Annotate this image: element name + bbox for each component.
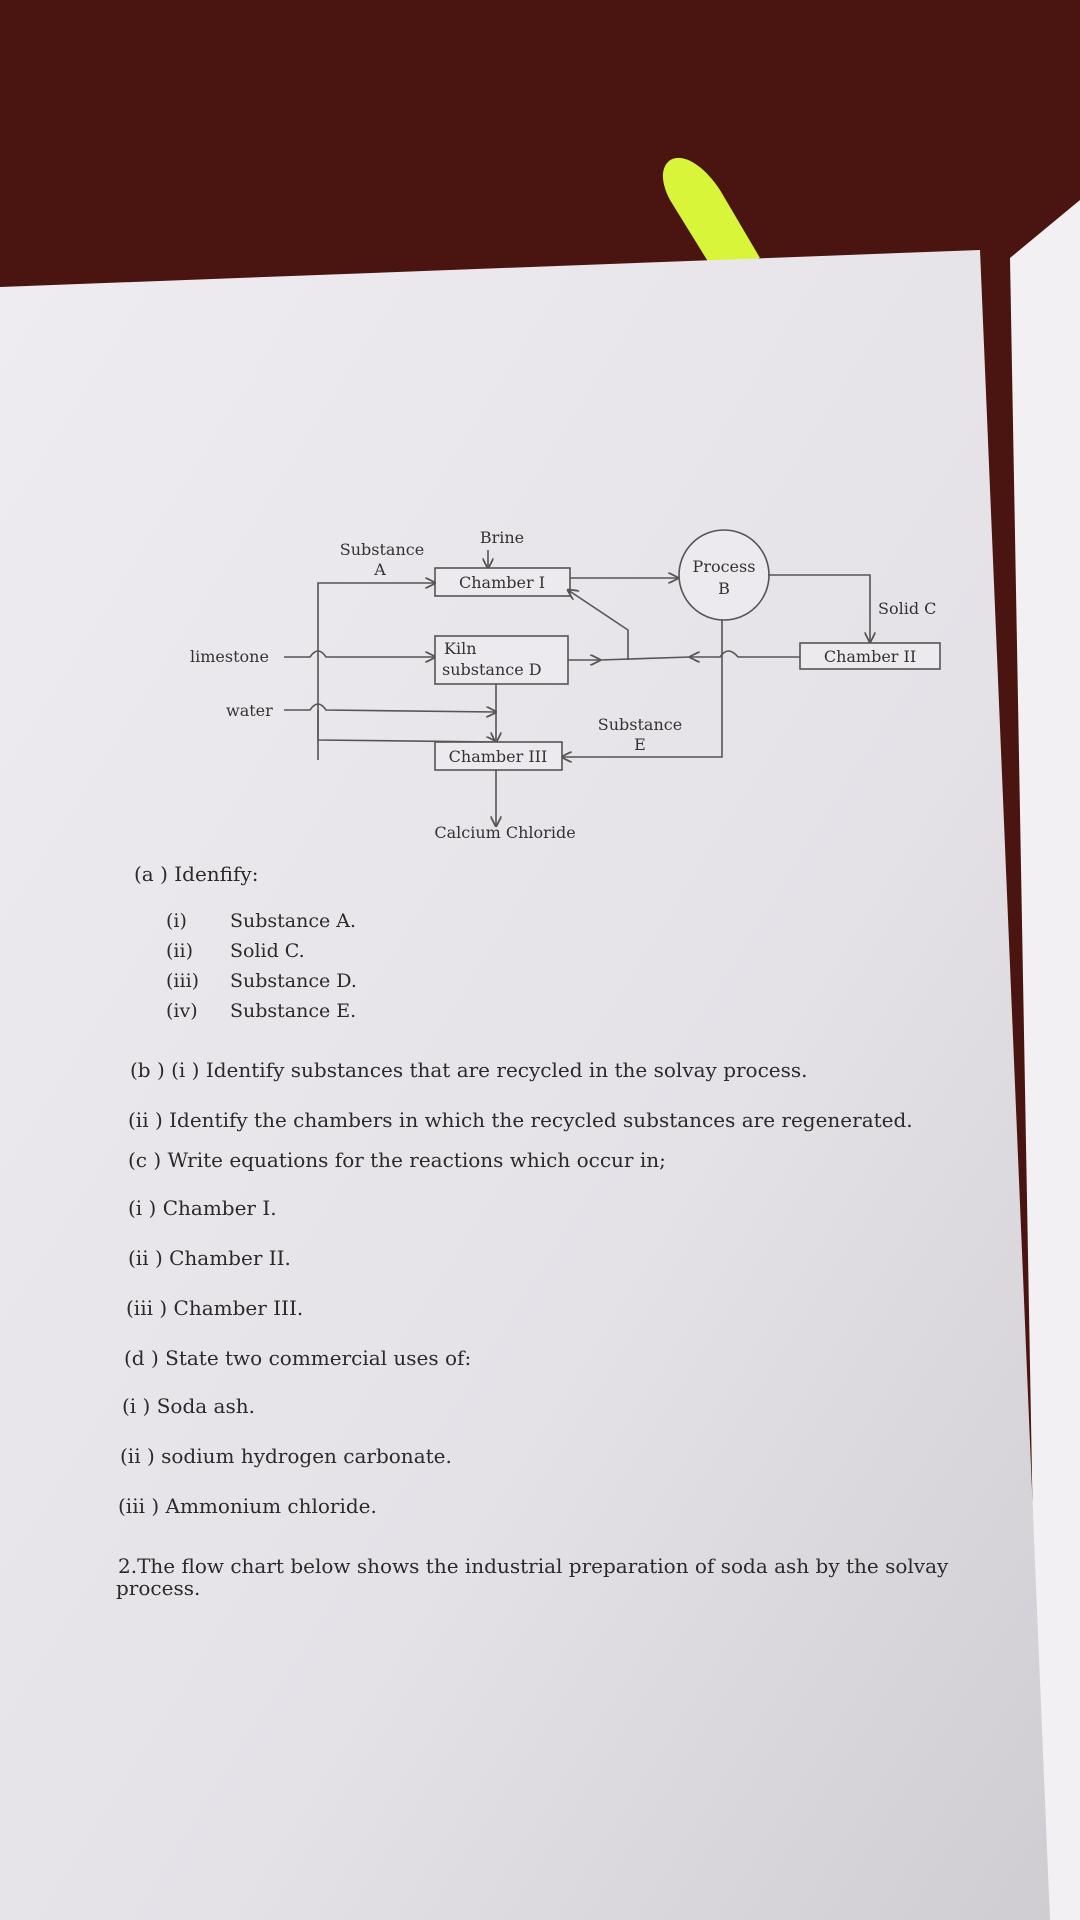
question-a-item-4-text: Substance E. [230, 1000, 357, 1022]
question-2-line-2: process. [116, 1576, 201, 1600]
question-d-item-1: (i ) Soda ash. [122, 1394, 255, 1418]
junction-line [599, 656, 691, 661]
question-a-item-4: (iv) Substance E. [166, 1000, 356, 1022]
question-a-item-1-text: Substance A. [230, 910, 357, 932]
label-solid-c: Solid C [878, 599, 936, 618]
next-page-edge [1010, 200, 1080, 1920]
label-substance-e-line1: Substance [598, 715, 682, 734]
solvay-flow-diagram: Substance A Brine Chamber I Process B So… [190, 528, 941, 842]
label-kiln-line1: Kiln [444, 639, 477, 658]
label-substance-a-line2: A [373, 560, 386, 579]
water-line [284, 703, 496, 712]
question-c-item-3: (iii ) Chamber III. [126, 1296, 304, 1320]
label-brine: Brine [480, 528, 524, 547]
label-water: water [226, 701, 273, 720]
question-2-line-1: 2.The flow chart below shows the industr… [118, 1554, 949, 1578]
question-d-item-3: (iii ) Ammonium chloride. [118, 1494, 377, 1518]
question-c-item-2: (ii ) Chamber II. [128, 1246, 291, 1270]
question-a-item-4-num: (iv) [166, 1000, 198, 1022]
label-chamber-1: Chamber I [459, 573, 545, 592]
substance-a-feed [317, 583, 435, 760]
highlighter-pen [662, 157, 760, 268]
chamber-2-box [799, 642, 941, 670]
chamber-3-box [434, 741, 563, 771]
chamber-1-box [434, 567, 571, 597]
question-a-item-2-num: (ii) [166, 940, 193, 962]
substance-e-line [562, 620, 723, 757]
label-chamber-2: Chamber II [824, 647, 916, 666]
question-a-item-3-text: Substance D. [230, 970, 357, 992]
limestone-line [284, 650, 435, 657]
question-a-item-2: (ii) Solid C. [166, 940, 305, 962]
question-b-ii: (ii ) Identify the chambers in which the… [128, 1108, 913, 1132]
question-a-item-1: (i) Substance A. [166, 910, 356, 932]
question-c-item-1: (i ) Chamber I. [128, 1196, 277, 1220]
label-substance-e-line2: E [634, 735, 646, 754]
recycle-to-chamber-1 [568, 590, 629, 660]
question-a-item-3-num: (iii) [166, 970, 200, 992]
label-kiln-line2: substance D [442, 660, 542, 679]
label-substance-a-line1: Substance [340, 540, 424, 559]
question-d-title: (d ) State two commercial uses of: [124, 1346, 472, 1370]
question-a-item-2-text: Solid C. [230, 940, 305, 962]
question-a-item-3: (iii) Substance D. [166, 970, 357, 992]
question-b-i: (b ) (i ) Identify substances that are r… [130, 1058, 808, 1082]
label-calcium-chloride: Calcium Chloride [434, 823, 575, 842]
process-b-to-chamber-2 [768, 574, 870, 642]
label-limestone: limestone [190, 647, 269, 666]
question-a-item-1-num: (i) [166, 910, 187, 932]
chamber-2-return-line [690, 650, 800, 657]
question-d-item-2: (ii ) sodium hydrogen carbonate. [120, 1444, 452, 1468]
label-process-b-line1: Process [693, 557, 756, 576]
kiln-box [434, 635, 569, 685]
label-chamber-3: Chamber III [449, 747, 548, 766]
paper-sheet [0, 250, 1050, 1920]
label-process-b-line2: B [718, 579, 730, 598]
question-a-title: (a ) Idenfify: [134, 862, 259, 886]
question-c-title: (c ) Write equations for the reactions w… [128, 1148, 666, 1172]
